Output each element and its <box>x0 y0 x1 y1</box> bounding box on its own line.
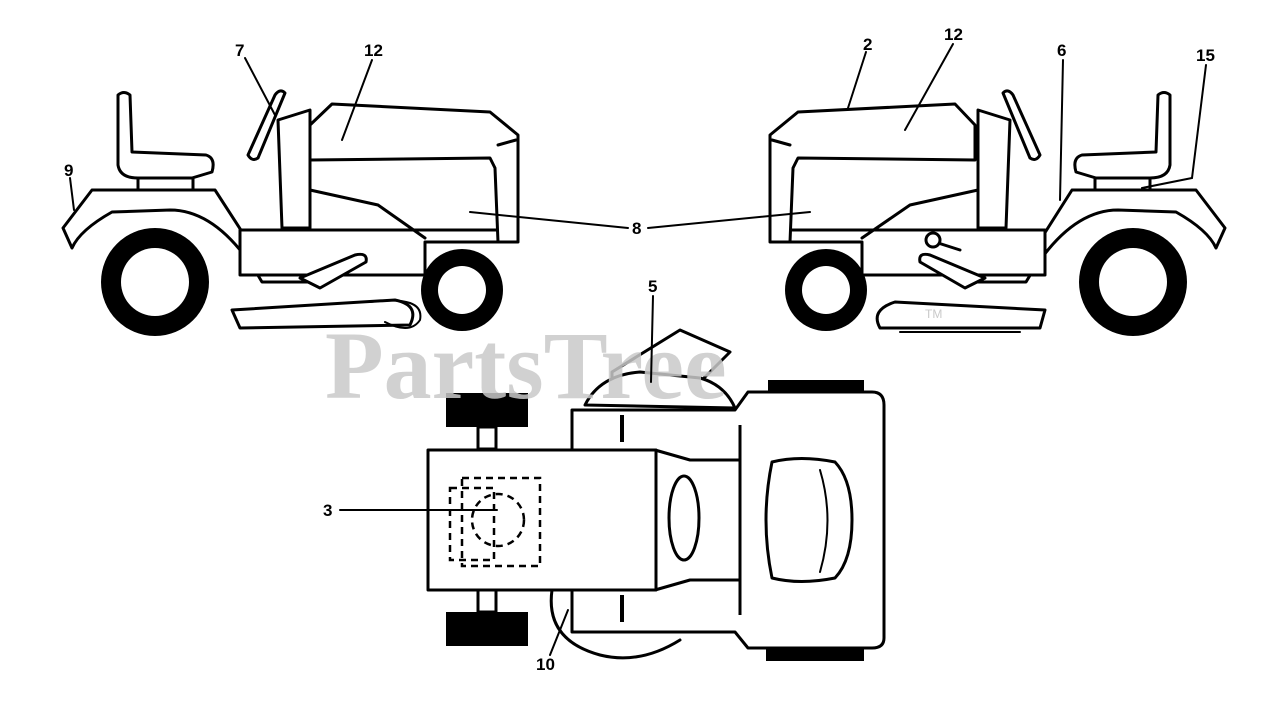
axle-lower <box>476 588 498 614</box>
seat-top <box>764 457 854 583</box>
lever-ball-right <box>924 231 942 249</box>
leader-lines <box>69 43 1207 656</box>
decal-circle-top <box>470 492 526 548</box>
hood-right <box>768 102 977 244</box>
leader-12-right <box>904 43 954 131</box>
watermark-text: PartsTree <box>325 312 727 419</box>
leader-2 <box>847 51 867 109</box>
axle-upper <box>476 425 498 451</box>
leader-15b <box>1141 177 1193 189</box>
leader-8-right <box>647 211 811 229</box>
hood-grille-right <box>770 138 792 147</box>
callout-8: 8 <box>632 219 641 238</box>
callout-12-left: 12 <box>364 41 383 60</box>
hood-left <box>308 102 520 244</box>
side-panel-left <box>308 188 427 240</box>
callout-12-right: 12 <box>944 25 963 44</box>
front-hub-right <box>802 266 850 314</box>
footrest-left <box>298 252 368 290</box>
watermark-trademark: TM <box>925 307 942 321</box>
callout-10: 10 <box>536 655 555 674</box>
rear-hub-left <box>121 248 189 316</box>
callout-6: 6 <box>1057 41 1066 60</box>
discharge-chute-top <box>610 328 732 384</box>
callout-labels: 7 12 9 8 2 12 6 15 5 3 10 <box>64 25 1215 674</box>
leader-6 <box>1059 59 1064 201</box>
seat-post-left <box>136 176 195 192</box>
leader-7 <box>244 57 276 116</box>
front-tire-top-upper <box>446 393 528 427</box>
seat-top-inner <box>819 469 829 573</box>
leader-12-left <box>341 59 373 141</box>
callout-2: 2 <box>863 35 872 54</box>
leader-15 <box>1191 64 1207 179</box>
mower-deck-right <box>875 300 1047 330</box>
leader-10 <box>549 609 569 656</box>
leader-9 <box>69 177 75 211</box>
dash-right <box>976 108 1012 230</box>
watermark: PartsTree TM <box>325 307 942 419</box>
tractor-left-side-view <box>61 89 520 336</box>
seat-right <box>1073 91 1172 180</box>
dash-left <box>276 108 312 230</box>
hood-grille-left <box>496 138 518 147</box>
leader-8-left <box>469 211 629 229</box>
footrest-right <box>918 252 987 290</box>
callout-9: 9 <box>64 161 73 180</box>
callout-7: 7 <box>235 41 244 60</box>
tractor-top-view <box>426 328 886 661</box>
front-tire-top-lower <box>446 612 528 646</box>
steering-wheel-top <box>667 474 701 562</box>
callout-15: 15 <box>1196 46 1215 65</box>
seat-left <box>116 91 215 180</box>
front-hub-left <box>438 266 486 314</box>
rear-hub-right <box>1099 248 1167 316</box>
callout-5: 5 <box>648 277 657 296</box>
deck-underside-top <box>549 588 682 660</box>
steering-wheel-left <box>246 89 287 161</box>
tractor-right-side-view <box>768 89 1227 336</box>
steering-wheel-right <box>1001 89 1042 161</box>
deck-chute-left <box>369 299 422 329</box>
leader-5 <box>650 295 654 383</box>
decal-panel-top <box>460 476 542 568</box>
side-panel-right <box>860 188 980 240</box>
deck-top <box>583 370 737 410</box>
callout-3: 3 <box>323 501 332 520</box>
decal-outline-top <box>448 486 496 562</box>
